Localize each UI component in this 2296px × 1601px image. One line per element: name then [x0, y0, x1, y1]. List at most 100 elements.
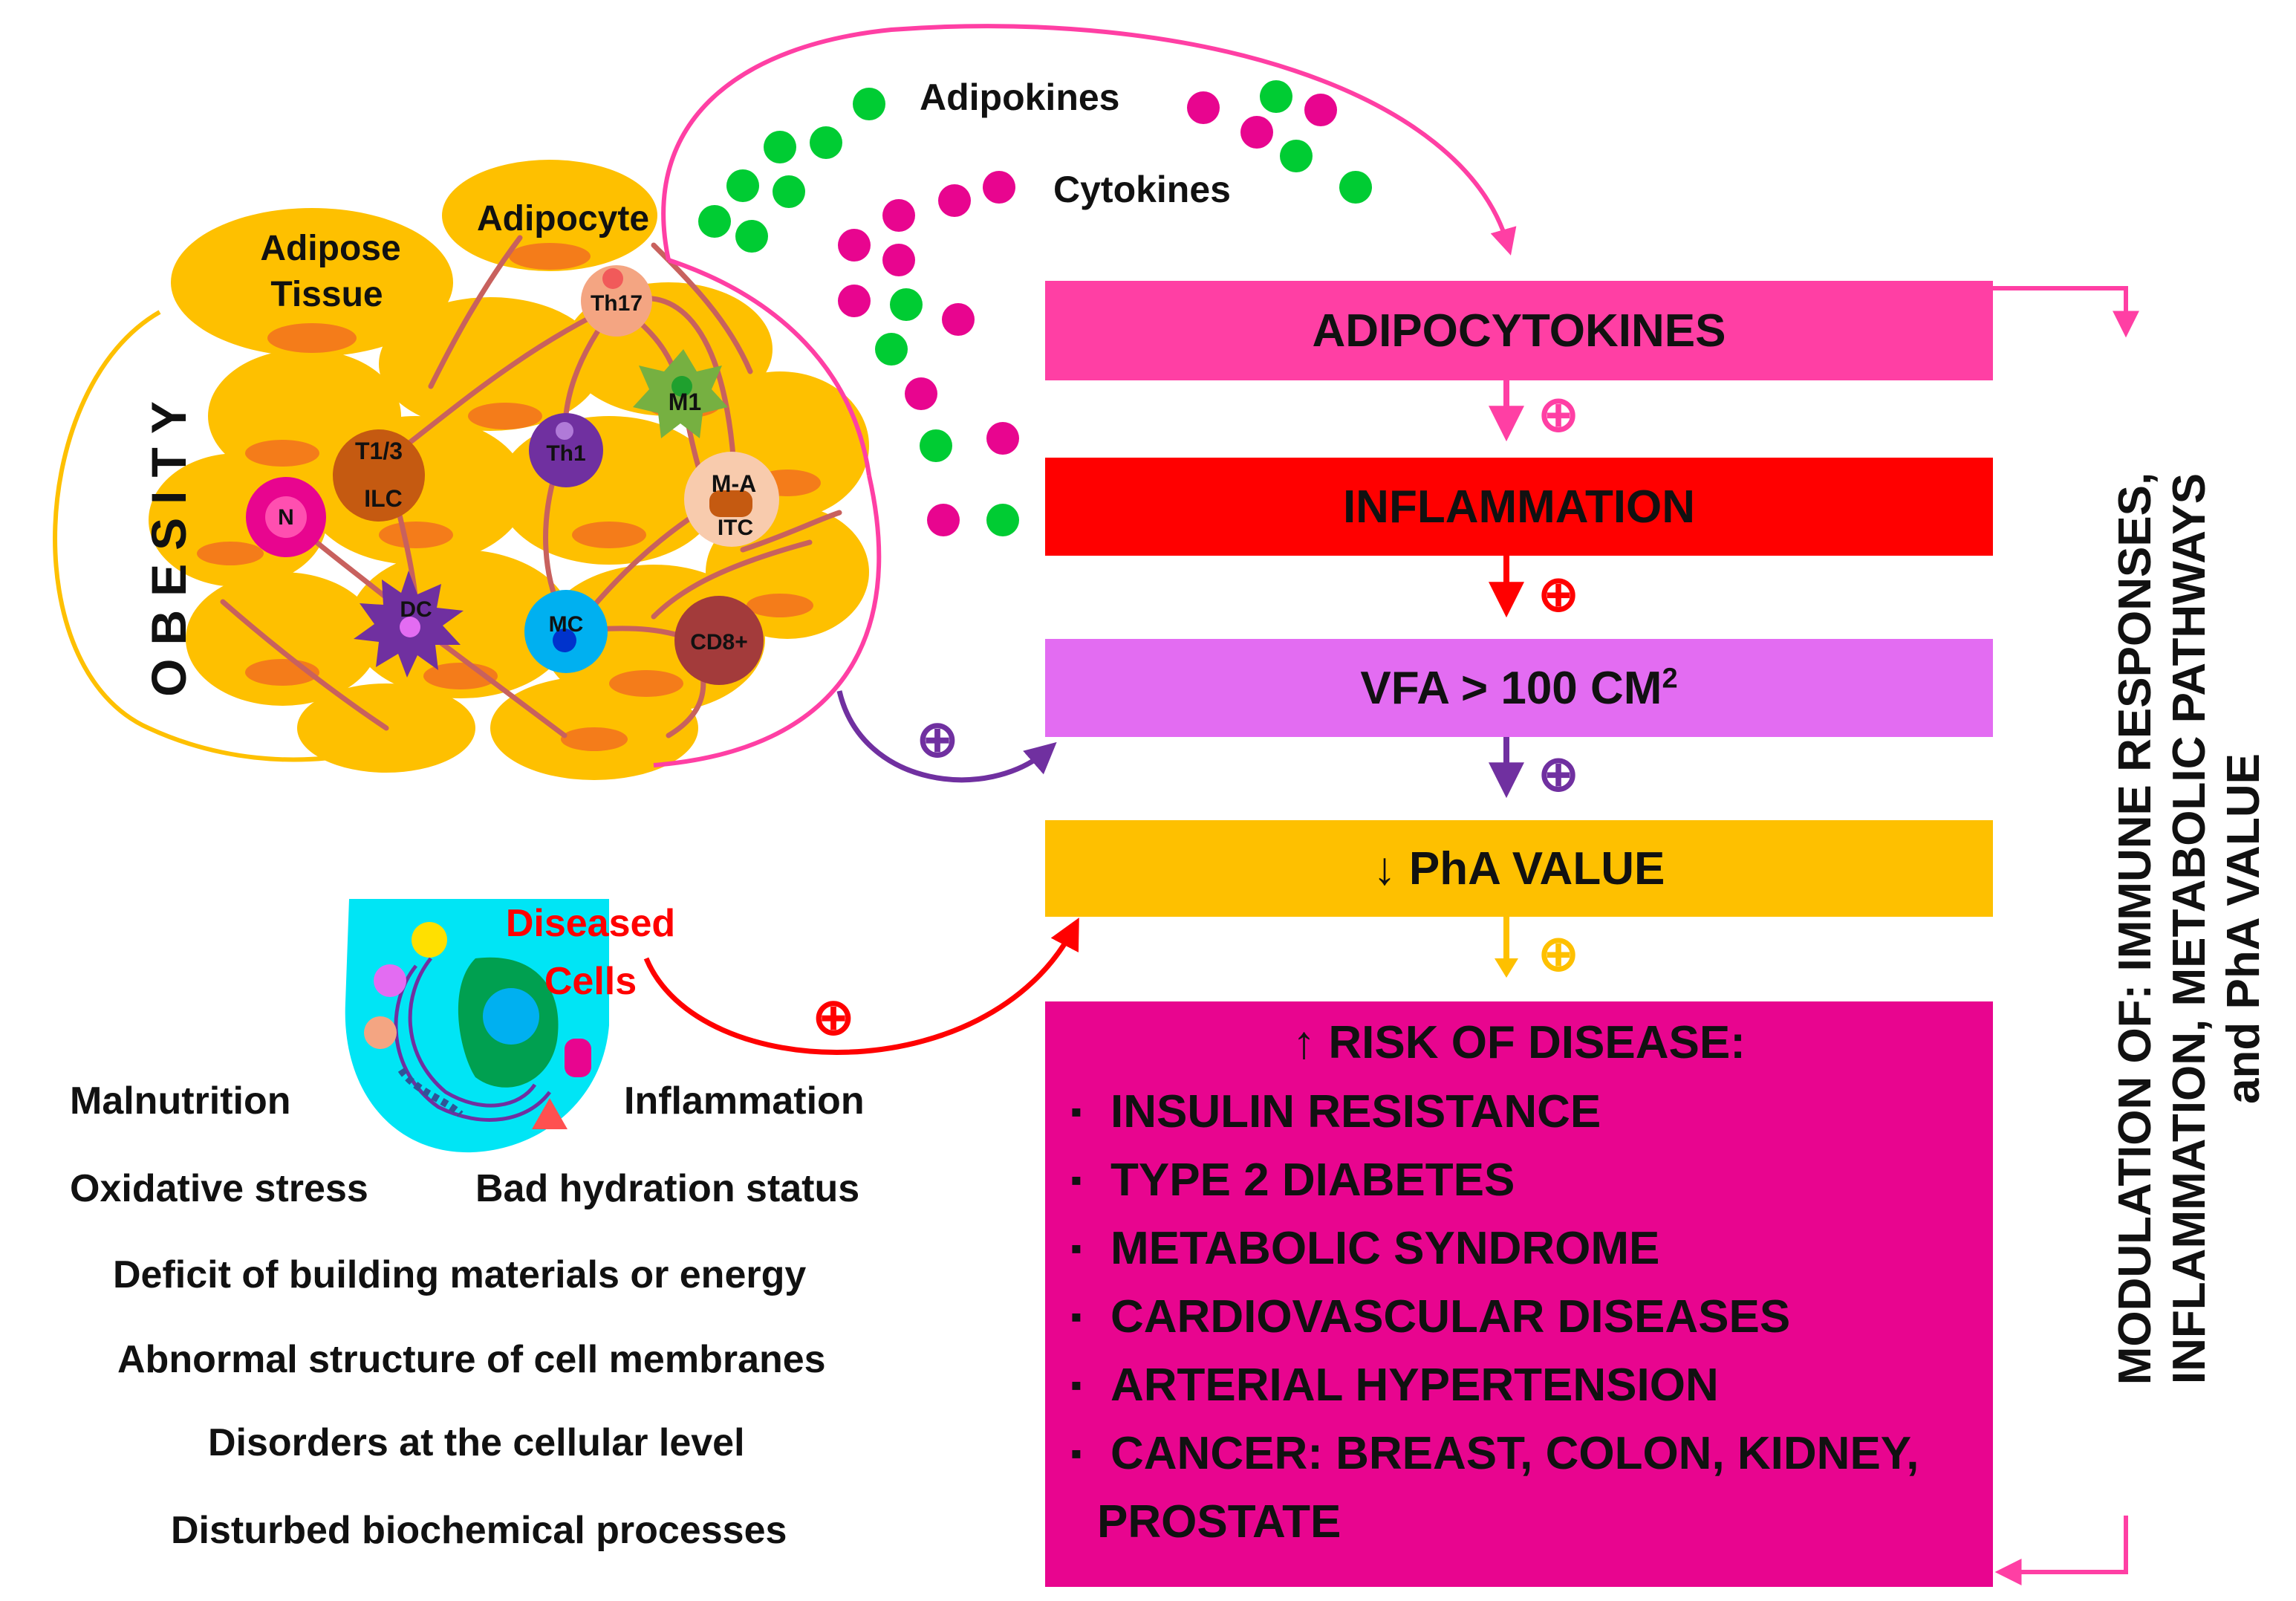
risk-of-disease-box: ↑ RISK OF DISEASE: ▪INSULIN RESISTANCE ▪… [1045, 1001, 1993, 1587]
cytokine-dot [986, 422, 1019, 455]
risk-item-text: PROSTATE [1097, 1496, 1341, 1548]
inflammation-plus: ⊕ [1538, 566, 1578, 621]
cytokine-dot [838, 285, 871, 317]
network-line [428, 235, 523, 389]
cell-th17: Th17 [581, 265, 652, 337]
fat-droplet [197, 542, 264, 565]
bullet-icon: ▪ [1070, 1435, 1082, 1472]
cytokine-dot [927, 504, 960, 536]
cytokine-dot [942, 303, 975, 336]
adipokine-dot [890, 288, 923, 321]
er-membrane-icon [408, 957, 537, 1108]
golgi-icon [397, 1068, 464, 1117]
cell-th1: Th1 [529, 413, 603, 487]
cytokine-dot [882, 244, 915, 276]
oxidative-stress-label: Oxidative stress [70, 1167, 368, 1210]
dc-nucleus-icon [400, 617, 420, 637]
modulation-text: MODULATION OF: IMMUNE RESPONSES, INFLAMM… [2108, 364, 2271, 1493]
cytokine-dot [838, 229, 871, 262]
cytokines-label: Cytokines [1053, 169, 1231, 210]
modulation-line-1: MODULATION OF: IMMUNE RESPONSES, [2110, 472, 2161, 1386]
adipose-blob [186, 572, 379, 706]
pha-box: ↓ PhA VALUE [1045, 820, 1993, 917]
fat-droplet [561, 727, 628, 751]
th1-cell-icon [529, 413, 603, 487]
th1-nucleus-icon [556, 422, 573, 440]
adipokine-dot [853, 88, 885, 120]
adipokine-dot [1260, 80, 1292, 113]
risk-item: ▪TYPE 2 DIABETES [1067, 1146, 1971, 1215]
adipokine-dot [875, 333, 908, 366]
cell-dc: DC [354, 571, 464, 678]
adipose-tissue-label-line1: Adipose [260, 229, 400, 268]
bad-hydration-label: Bad hydration status [475, 1167, 860, 1210]
fat-droplet [379, 522, 453, 548]
network-line [740, 510, 842, 553]
t13-ilc-label-line2: ILC [364, 485, 403, 512]
factor-inflammation-label: Inflammation [624, 1079, 865, 1123]
m1-nucleus-icon [671, 376, 692, 397]
cytokine-dot [1304, 94, 1337, 126]
modulation-loop-bottom [1994, 1516, 2128, 1585]
th17-label: Th17 [591, 291, 643, 316]
bullet-icon: ▪ [1070, 1230, 1082, 1267]
organelle-icon [364, 1016, 397, 1049]
organelle-icon [565, 1039, 591, 1077]
adipose-tissue-blob [171, 208, 453, 357]
network-line [383, 302, 619, 464]
pha-plus: ⊕ [1538, 926, 1578, 981]
th17-cell-icon [581, 265, 652, 337]
diseased-cells-label-line1: Diseased [506, 902, 675, 945]
adipocytokines-flow-arrow [661, 24, 1517, 261]
factor-item: Disorders at the cellular level [208, 1421, 745, 1464]
adipokine-dot [1339, 171, 1372, 204]
organelle-icon [412, 922, 447, 958]
mc-label: MC [549, 612, 584, 637]
factor-item: Abnormal structure of cell membranes [117, 1338, 826, 1381]
adipocyte-label: Adipocyte [477, 199, 649, 238]
bullet-icon: ▪ [1070, 1299, 1082, 1335]
fat-droplet [572, 522, 646, 548]
organelle-icon [532, 1098, 568, 1129]
adipokine-dot [726, 169, 759, 202]
modulation-line-3: and PhA VALUE [2218, 753, 2270, 1104]
cytokine-dot [882, 199, 915, 232]
n-label: N [278, 505, 294, 530]
adipokines-label: Adipokines [920, 77, 1119, 118]
adipokine-dot [698, 205, 731, 238]
malnutrition-label: Malnutrition [70, 1079, 291, 1123]
adipokine-dot [764, 131, 796, 163]
risk-title: ↑ RISK OF DISEASE: [1292, 1017, 1746, 1068]
vfa-superscript: 2 [1662, 662, 1678, 694]
cell-cd8: CD8+ [674, 596, 764, 685]
cytokine-dot [1240, 116, 1273, 149]
risk-item-text: CANCER: BREAST, COLON, KIDNEY, [1110, 1428, 1919, 1479]
fat-droplet [747, 594, 813, 617]
diseased-cells-label-line2: Cells [544, 960, 637, 1003]
cd8-label: CD8+ [690, 630, 748, 655]
cytokine-dot [1187, 91, 1220, 124]
factor-item: Deficit of building materials or energy [113, 1253, 807, 1296]
organelle-icon [374, 964, 406, 997]
diseased-cell-illustration [345, 899, 609, 1153]
adipocytokines-plus: ⊕ [1538, 386, 1578, 441]
obesity-to-vfa-arrow [836, 690, 1057, 783]
cd8-cell-icon [674, 596, 764, 685]
factor-item: Disturbed biochemical processes [171, 1509, 787, 1552]
bullet-icon: ▪ [1070, 1094, 1082, 1130]
cell-mc: MC [524, 590, 608, 673]
inflammation-box: INFLAMMATION [1045, 458, 1993, 556]
pha-down-arrowhead-icon [1495, 958, 1518, 978]
obesity-label: OBESITY [141, 388, 196, 697]
th17-nucleus-icon [602, 268, 623, 289]
tissue-boundary-arc-top [668, 258, 871, 476]
m1-label: M1 [669, 389, 701, 415]
modulation-line-2: INFLAMMATION, METABOLIC PATHWAYS [2164, 472, 2216, 1385]
adipokine-dot [810, 126, 842, 159]
inflammation-label: INFLAMMATION [1342, 481, 1696, 533]
cytokine-dot [905, 377, 937, 410]
adipokine-dot [1280, 140, 1313, 172]
adipokine-dot [986, 504, 1019, 536]
fat-droplet [245, 440, 319, 467]
